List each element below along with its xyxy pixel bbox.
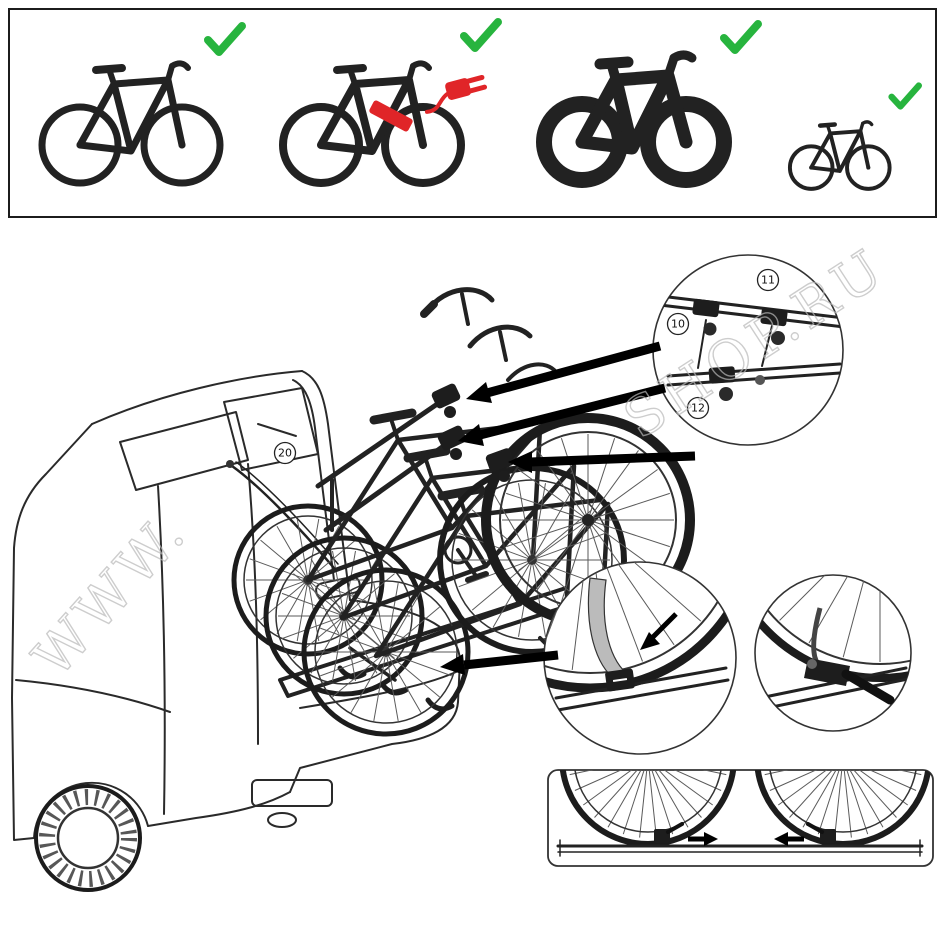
ratchet-lever-detail-callout (754, 574, 912, 732)
license-plate-recess (251, 779, 333, 807)
rear-wiper (257, 423, 297, 437)
wheel-strap-detail-callout (543, 561, 737, 755)
watermark-text: WWW. (21, 499, 200, 688)
crankset (443, 535, 489, 583)
callout-badge-12: 12 (686, 396, 710, 420)
checkmark-icon (888, 82, 923, 110)
wheel-positioning-inset (547, 769, 934, 867)
car-rear-tire (34, 784, 142, 892)
mounting-diagram: 10 11 12 (11, 234, 934, 892)
saddle (369, 408, 417, 425)
ratchet-handle (841, 669, 895, 705)
pointer-arrows (458, 341, 696, 473)
power-plug-icon (424, 74, 488, 114)
svg-text:11: 11 (761, 274, 775, 287)
svg-text:10: 10 (671, 318, 685, 331)
clamp-detail-callout: 10 11 12 (652, 254, 844, 446)
frame-clamps (431, 383, 515, 482)
svg-text:12: 12 (691, 402, 705, 415)
checkmark-icon (460, 18, 502, 52)
bike-wheel (140, 103, 224, 187)
bike-frame (305, 408, 543, 583)
callout-badge-10: 10 (666, 312, 690, 336)
bike-wheel (38, 103, 122, 187)
fat-bike-icon (536, 50, 732, 188)
rear-window (223, 387, 319, 471)
side-window (119, 411, 249, 491)
callout-badge-20: 20 (273, 441, 297, 465)
legend-canvas (38, 18, 923, 216)
callout-badge-11: 11 (756, 268, 780, 292)
pointer-arrow-strap (440, 650, 559, 675)
svg-text:20: 20 (278, 447, 292, 460)
city-bike-icon (38, 60, 224, 187)
compatibility-legend (8, 8, 937, 218)
exhaust-pipe (267, 812, 297, 828)
checkmark-icon (720, 20, 762, 54)
compact-bike-icon (790, 122, 890, 189)
checkmark-icon (204, 22, 246, 56)
handlebars (420, 287, 558, 382)
e-bike-icon (279, 60, 488, 187)
battery-icon (369, 100, 413, 132)
rack-support-arms (315, 395, 455, 533)
